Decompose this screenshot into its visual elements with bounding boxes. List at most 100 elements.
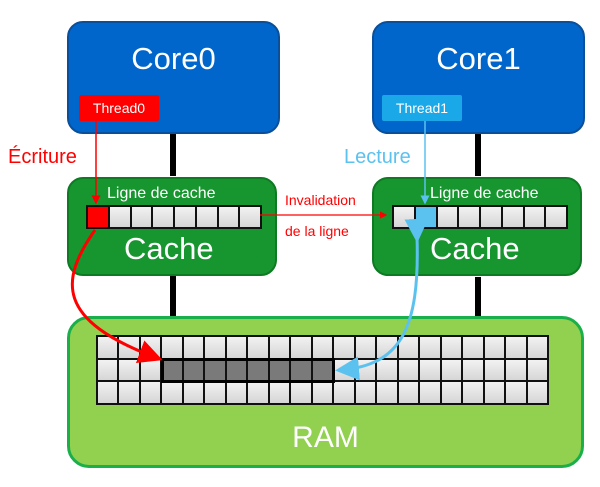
cache-cell [546, 207, 566, 227]
invalidation-label-2: de la ligne [285, 223, 349, 239]
ram-cell [355, 359, 376, 381]
ram-cell [527, 359, 547, 381]
cache1-line-label: Ligne de cache [430, 185, 539, 202]
ram-cell [484, 337, 505, 358]
ram-cell [119, 382, 139, 403]
ram-cell [248, 337, 268, 358]
ram-cell-cached-line [312, 359, 333, 381]
ram-cell [119, 337, 139, 358]
ram-cell [269, 337, 290, 358]
cache-cell [153, 207, 173, 227]
cache-cell [394, 207, 414, 227]
cache-cell [481, 207, 501, 227]
cache0-title: Cache [124, 231, 214, 266]
ram-cell-cached-line [162, 359, 182, 381]
ram-cell [355, 337, 376, 358]
ram-cell [98, 382, 118, 403]
cache-cell [109, 207, 130, 227]
cache-cell [131, 207, 152, 227]
read-label: Lecture [344, 146, 411, 168]
ram-cell [183, 382, 204, 403]
ram-cell [140, 359, 161, 381]
ram-cell [226, 337, 247, 358]
ram-cell [398, 382, 419, 403]
bus-cache1-ram [475, 277, 481, 317]
invalidation-label: Invalidation [285, 192, 356, 208]
ram-cell [506, 337, 526, 358]
cache0-line [86, 205, 262, 229]
ram-cell [441, 359, 462, 381]
ram-cell [484, 382, 505, 403]
ram-cell-cached-line [205, 359, 225, 381]
ram-cell [463, 337, 483, 358]
ram-cell [334, 382, 354, 403]
cache-cell [459, 207, 479, 227]
bus-core1-cache1 [475, 134, 481, 176]
ram-cell [269, 382, 290, 403]
cache-cell [196, 207, 217, 227]
ram-cell [226, 382, 247, 403]
ram-cell [205, 337, 225, 358]
ram-cell [506, 382, 526, 403]
core0: Core0 Thread0 [67, 21, 280, 134]
ram-cell [420, 359, 440, 381]
ram: RAM [67, 316, 584, 468]
ram-cell [398, 359, 419, 381]
cache-cell [175, 207, 195, 227]
ram-cell [420, 382, 440, 403]
ram-cell [420, 337, 440, 358]
core0-title: Core0 [131, 41, 216, 76]
ram-cell [441, 337, 462, 358]
ram-cell-cached-line [291, 359, 311, 381]
ram-cell [98, 337, 118, 358]
thread1: Thread1 [382, 95, 462, 121]
ram-cell [484, 359, 505, 381]
cache1: Ligne de cache Cache [372, 177, 582, 276]
ram-cell [377, 382, 397, 403]
ram-cell [355, 382, 376, 403]
ram-cell [162, 337, 182, 358]
ram-cell [334, 337, 354, 358]
ram-cell [377, 337, 397, 358]
cache-cell [437, 207, 458, 227]
cache-cell [502, 207, 523, 227]
core1-title: Core1 [436, 41, 521, 76]
ram-cell-cached-line [183, 359, 204, 381]
cache1-line [392, 205, 568, 229]
ram-cell [98, 359, 118, 381]
bus-core0-cache0 [170, 134, 176, 176]
thread0: Thread0 [79, 95, 159, 121]
ram-cell [527, 337, 547, 358]
cache-cell [524, 207, 545, 227]
ram-cell [312, 382, 333, 403]
cache0: Ligne de cache Cache [67, 177, 277, 276]
ram-cell [506, 359, 526, 381]
ram-title: RAM [292, 421, 359, 454]
cache1-title: Cache [430, 231, 520, 266]
ram-cell [334, 359, 354, 381]
ram-cell [162, 382, 182, 403]
ram-cell [140, 382, 161, 403]
ram-cell [463, 359, 483, 381]
ram-cell [291, 337, 311, 358]
ram-cell [183, 337, 204, 358]
ram-cell-cached-line [226, 359, 247, 381]
ram-cell [119, 359, 139, 381]
ram-cell [205, 382, 225, 403]
ram-cell [527, 382, 547, 403]
cache-cell [240, 207, 260, 227]
ram-cell [248, 382, 268, 403]
ram-cell [377, 359, 397, 381]
cache-cell-modified [88, 207, 108, 227]
ram-cell [291, 382, 311, 403]
ram-cell [140, 337, 161, 358]
cache-cell [218, 207, 239, 227]
bus-cache0-ram [170, 274, 176, 316]
ram-cell [441, 382, 462, 403]
ram-cell-cached-line [248, 359, 268, 381]
cache0-line-label: Ligne de cache [107, 185, 216, 202]
ram-cell [463, 382, 483, 403]
ram-grid [96, 335, 549, 405]
cache-cell-modified [415, 207, 436, 227]
core1: Core1 Thread1 [372, 21, 585, 134]
